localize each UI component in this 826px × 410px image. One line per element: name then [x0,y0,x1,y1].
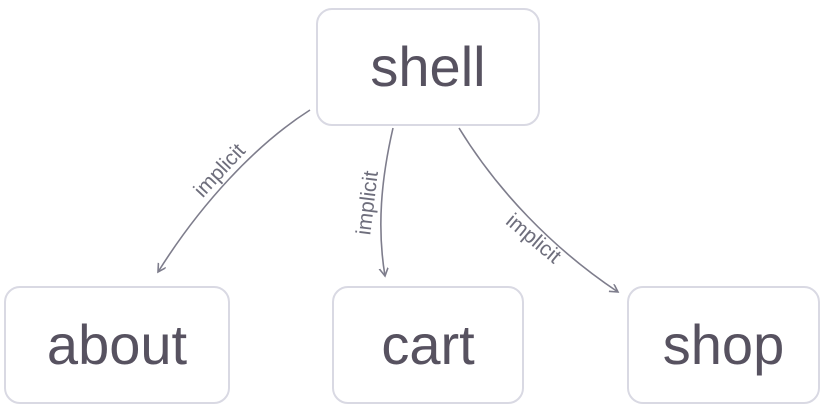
edge-label-shell-cart: implicit [352,169,383,237]
node-shop-label: shop [662,313,785,376]
edge-label-shell-shop: implicit [501,209,566,269]
node-about[interactable]: about [4,286,230,404]
node-shell[interactable]: shell [316,8,540,126]
node-about-label: about [46,313,188,376]
edge-shell-cart [381,127,394,276]
edge-shell-shop [458,127,618,292]
node-shop[interactable]: shop [627,286,820,404]
node-cart-label: cart [381,313,475,376]
edge-shell-about [158,109,311,272]
edge-label-shell-about: implicit [189,139,251,202]
node-shell-label: shell [370,35,486,98]
node-cart[interactable]: cart [332,286,524,404]
